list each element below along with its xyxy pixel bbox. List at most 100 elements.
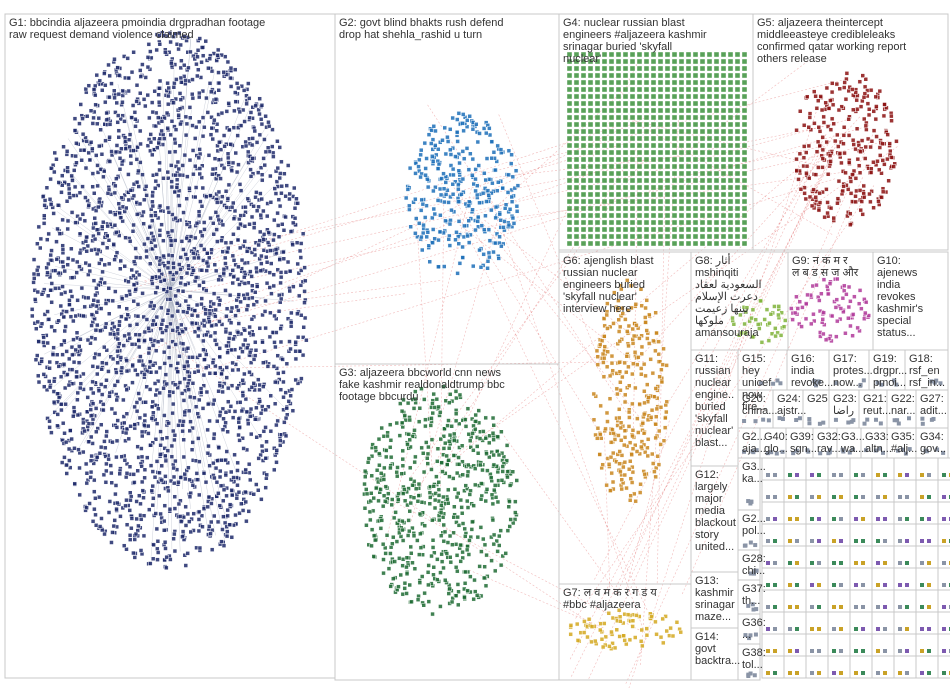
node (72, 128, 78, 133)
node (484, 130, 489, 136)
node (176, 166, 182, 172)
node (60, 217, 65, 223)
node (78, 381, 84, 386)
node (177, 143, 183, 148)
node (59, 190, 64, 195)
node (678, 79, 685, 86)
node (720, 240, 727, 247)
node (185, 345, 191, 351)
node (573, 198, 580, 205)
node (77, 264, 82, 269)
node (580, 135, 587, 142)
node (814, 106, 820, 111)
node (59, 460, 65, 465)
node (820, 135, 825, 140)
node (39, 359, 44, 364)
node (87, 501, 92, 506)
node (213, 176, 219, 182)
node (441, 384, 446, 389)
node (405, 400, 411, 406)
node (140, 362, 146, 368)
node (848, 222, 853, 227)
node (209, 547, 215, 552)
node (62, 338, 67, 344)
node (49, 300, 54, 305)
node (268, 173, 273, 179)
node (283, 269, 289, 275)
node (566, 149, 573, 156)
node (664, 170, 671, 177)
node (622, 65, 629, 72)
node (96, 388, 102, 393)
node (622, 163, 629, 170)
node (206, 255, 212, 261)
node (236, 85, 241, 91)
node (72, 409, 77, 414)
node (209, 89, 214, 95)
node (671, 65, 678, 72)
node (268, 200, 274, 205)
node (77, 465, 82, 471)
node (457, 261, 463, 266)
node (650, 240, 657, 247)
node (164, 554, 169, 560)
node (58, 402, 64, 407)
node (453, 418, 459, 424)
node (664, 114, 671, 121)
node (203, 479, 209, 485)
node (61, 144, 66, 149)
node (78, 102, 83, 107)
node (165, 230, 171, 235)
node (293, 348, 298, 354)
node (126, 197, 132, 203)
node (464, 498, 470, 504)
node (270, 127, 275, 132)
node (230, 253, 236, 259)
node (217, 354, 223, 360)
node (249, 316, 255, 322)
node (407, 417, 413, 423)
inter-group-edge (194, 293, 405, 324)
node (699, 212, 706, 219)
node (573, 107, 580, 114)
node (450, 166, 456, 172)
node (85, 295, 91, 301)
node (223, 288, 228, 293)
node (226, 127, 232, 133)
node (276, 308, 282, 314)
node (373, 485, 379, 491)
node (646, 341, 652, 346)
node (278, 326, 283, 331)
node (664, 65, 671, 72)
node (146, 42, 152, 47)
node (619, 453, 625, 458)
node (629, 184, 636, 191)
node (93, 406, 99, 411)
node (594, 212, 601, 219)
node (862, 84, 868, 90)
node (678, 142, 685, 149)
node (73, 220, 78, 225)
node (685, 121, 692, 128)
node (372, 537, 378, 543)
node (81, 246, 87, 252)
node (699, 240, 706, 247)
node (615, 191, 622, 198)
node (71, 337, 76, 342)
node (622, 233, 629, 240)
node (92, 477, 97, 483)
node (706, 170, 713, 177)
node (63, 439, 69, 445)
node (67, 195, 73, 200)
node (229, 305, 235, 311)
node (127, 144, 132, 150)
node (153, 392, 159, 398)
node (713, 58, 720, 65)
node (608, 114, 615, 121)
node (153, 178, 159, 184)
node (856, 163, 862, 168)
node (429, 128, 434, 133)
node (491, 487, 497, 493)
node (126, 331, 132, 337)
node (580, 170, 587, 177)
